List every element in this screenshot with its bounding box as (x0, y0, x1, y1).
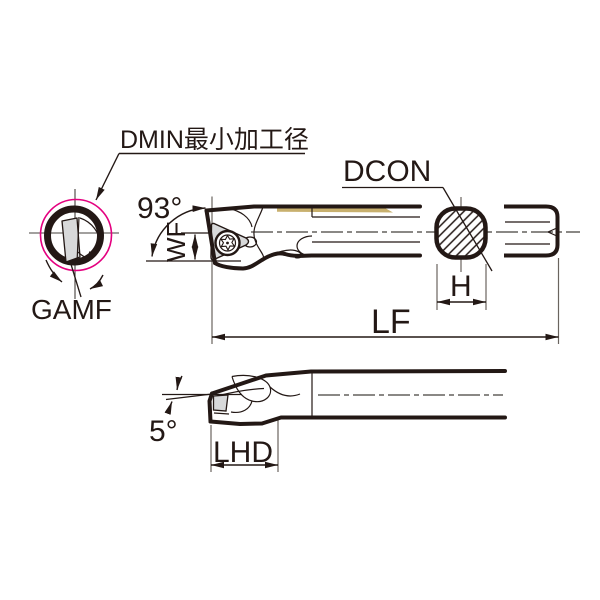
pocket-half-ellipse (296, 235, 313, 257)
dimension-lf: LF (212, 303, 559, 341)
head-bottom-edge (213, 251, 422, 271)
section-shape-hatched (434, 206, 488, 260)
shank-section-view (434, 206, 488, 260)
head-top-edge (210, 369, 507, 396)
dmin-callout: DMIN最小加工径 (95, 126, 309, 201)
head-front-edge (204, 208, 217, 265)
dcon-leader-line (442, 187, 493, 272)
screw-center-dot (226, 241, 229, 245)
bar-end-silhouette-ring (44, 205, 104, 266)
end-view (29, 189, 119, 299)
pocket-curve (269, 386, 301, 397)
angle93-label: 93° (137, 192, 182, 225)
pocket-curve (253, 206, 265, 262)
angle93-arc (150, 205, 206, 257)
bar-right-outline (504, 204, 560, 258)
gamf-angle-line (69, 260, 82, 298)
head-top-edge (204, 204, 422, 213)
dmin-min-bore-circle (39, 198, 113, 272)
dmin-leader-arrow (95, 153, 120, 201)
screw-torx-star (219, 234, 236, 252)
gamf-label: GAMF (31, 294, 112, 325)
angle5-bottom-arrow (164, 401, 173, 415)
dmin-label: DMIN最小加工径 (120, 126, 309, 154)
underside-view (162, 369, 507, 426)
dimension-wf: WF (146, 222, 241, 262)
pocket-curve (230, 400, 253, 414)
side-view (204, 204, 560, 271)
end-view-pocket-curves (76, 216, 101, 264)
bar-outline (204, 204, 422, 271)
dcon-callout: DCON (342, 155, 493, 272)
pocket-curve (228, 207, 253, 228)
underside-thin-details (213, 372, 313, 417)
dimension-lhd: LHD (211, 436, 278, 469)
insert-step-line (213, 412, 230, 415)
angle5-slope-line (165, 393, 213, 401)
angle5-label: 5° (149, 415, 178, 448)
dimension-h: H (437, 270, 486, 306)
wf-label: WF (161, 222, 191, 262)
side-view-thin-lines (228, 206, 420, 262)
braze-shim-gold (277, 208, 393, 213)
pocket-curve (77, 251, 97, 259)
dimension-5: 5° (149, 415, 178, 448)
pocket-curve (79, 217, 101, 254)
angle5-construction (162, 375, 242, 415)
insert-edge-line (76, 216, 80, 264)
centerlines (251, 231, 580, 396)
lhd-label: LHD (213, 436, 273, 469)
end-view-insert (61, 217, 81, 263)
angle5-top-arrow (175, 375, 183, 391)
pocket-curve (231, 374, 272, 403)
gamf-left-arrow (45, 259, 63, 283)
underside-outline (207, 369, 507, 426)
underside-insert (212, 394, 229, 412)
dcon-label: DCON (343, 155, 431, 188)
head-bottom-edge (208, 415, 507, 426)
gamf-right-arrow (89, 274, 104, 290)
clamp-screw (214, 229, 241, 257)
dimension-93: 93° (137, 192, 206, 257)
bar-right-segment (504, 204, 560, 258)
head-front-edge (207, 391, 214, 424)
center-drill-mark (547, 226, 559, 238)
lf-label: LF (371, 303, 411, 341)
h-label: H (450, 270, 472, 303)
